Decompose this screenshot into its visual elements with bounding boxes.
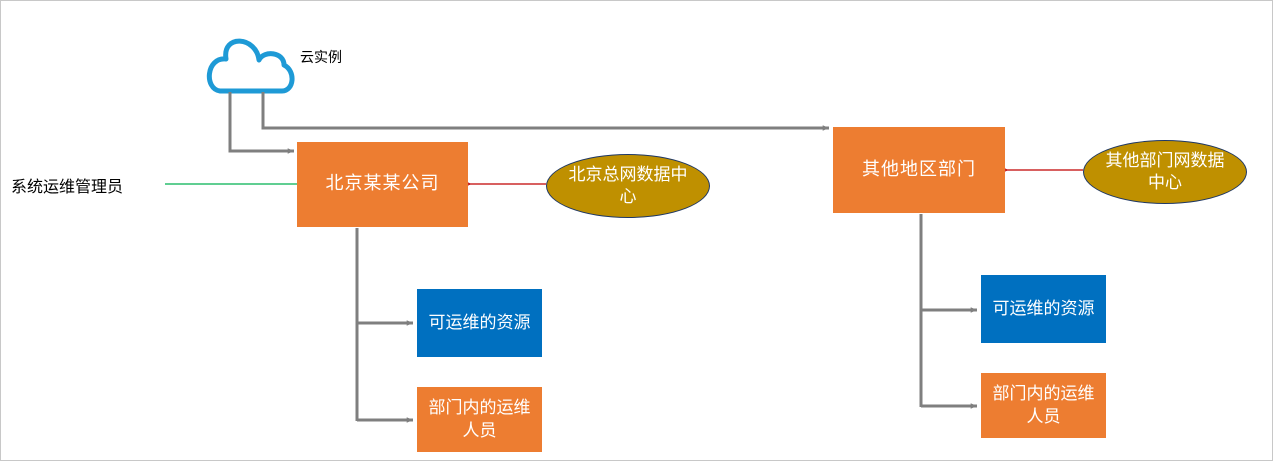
other-datacenter-ellipse[interactable]: 其他部门网数据中心	[1083, 140, 1247, 204]
cloud-icon	[206, 38, 295, 94]
left-resources-box[interactable]: 可运维的资源	[417, 289, 542, 357]
beijing-company-box[interactable]: 北京某某公司	[297, 142, 468, 227]
right-staff-box[interactable]: 部门内的运维人员	[981, 373, 1106, 438]
connector-cloud-to-beijing	[228, 92, 294, 154]
connector-cloud-to-other-region	[261, 92, 829, 131]
left-staff-box[interactable]: 部门内的运维人员	[417, 387, 542, 452]
beijing-datacenter-ellipse[interactable]: 北京总网数据中心	[546, 154, 710, 218]
other-region-box[interactable]: 其他地区部门	[833, 127, 1005, 213]
cloud-label: 云实例	[300, 50, 342, 66]
right-resources-box[interactable]: 可运维的资源	[981, 275, 1106, 343]
admin-label: 系统运维管理员	[11, 177, 124, 196]
